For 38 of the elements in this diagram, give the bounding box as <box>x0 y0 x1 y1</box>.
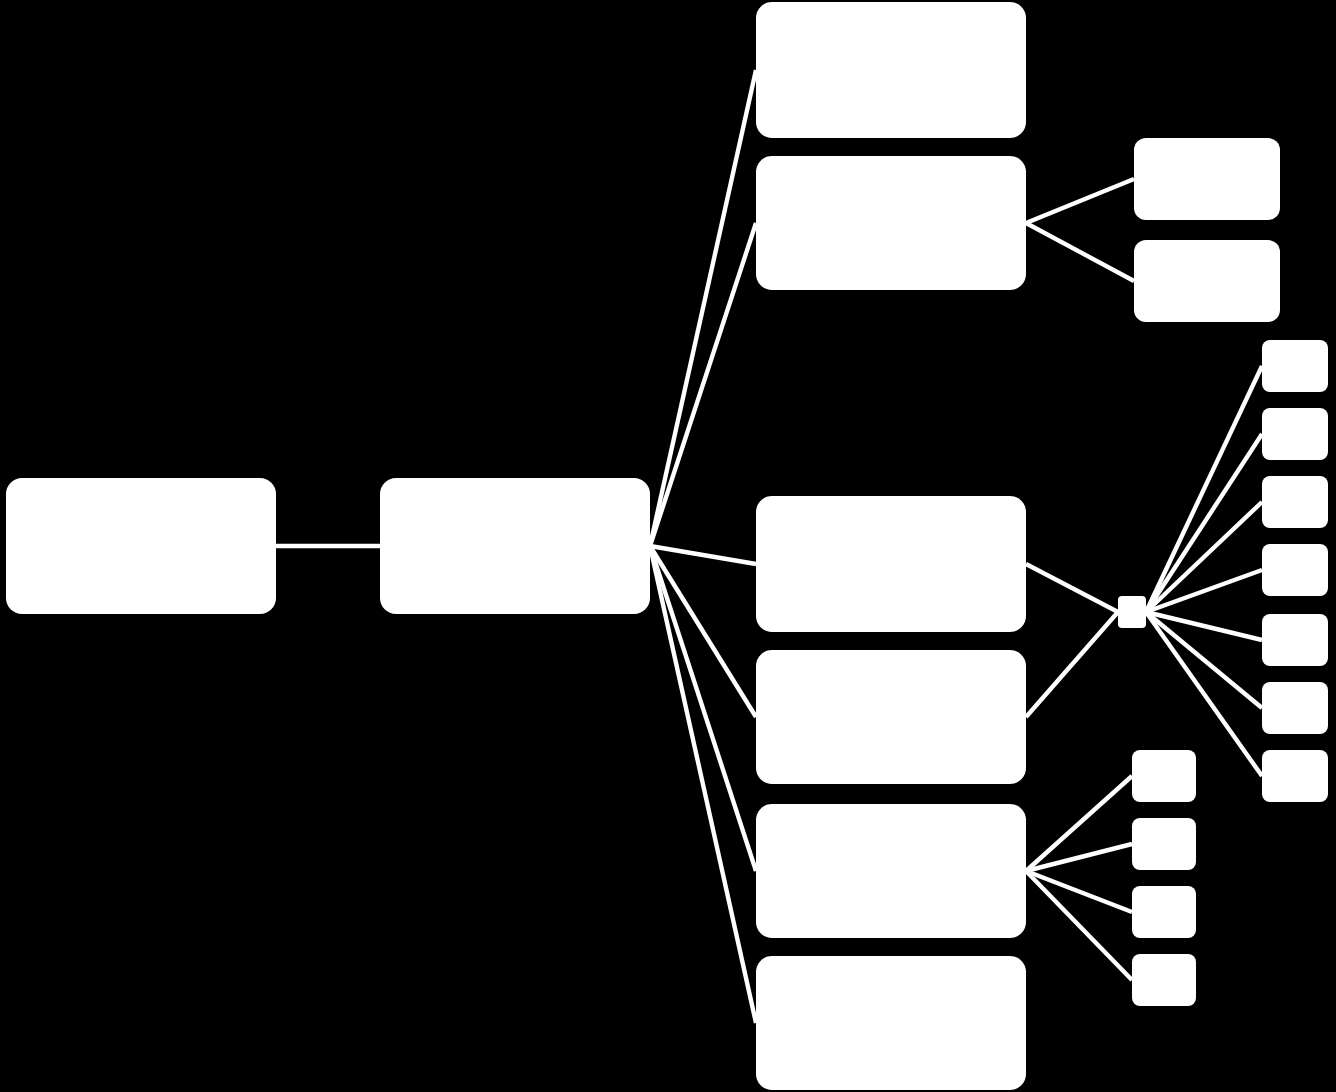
small-rounded-box <box>1132 750 1196 802</box>
rounded-box <box>6 478 276 614</box>
rounded-box <box>380 478 650 614</box>
connector-line <box>1024 610 1120 719</box>
connector-line <box>1025 841 1133 874</box>
small-rounded-box <box>1262 682 1328 734</box>
small-rounded-box <box>1262 750 1328 802</box>
connector-line <box>1144 610 1264 778</box>
rounded-box <box>756 2 1026 138</box>
connector-line <box>1025 868 1133 915</box>
small-rounded-box <box>1262 340 1328 392</box>
rounded-box <box>756 956 1026 1090</box>
connector-line <box>648 544 758 719</box>
connector-line <box>1024 774 1134 873</box>
small-rounded-box <box>1262 476 1328 528</box>
small-rounded-box <box>1262 544 1328 596</box>
connector-line <box>276 543 380 549</box>
connector-line <box>1024 221 1136 283</box>
junction-square <box>1118 596 1146 628</box>
connector-line <box>647 222 759 547</box>
connector-line <box>1145 567 1263 615</box>
rounded-box <box>756 496 1026 632</box>
small-rounded-box <box>1132 886 1196 938</box>
rounded-box <box>756 156 1026 290</box>
small-rounded-box <box>1262 408 1328 460</box>
rounded-box <box>1134 240 1280 322</box>
connector-line <box>649 543 757 567</box>
rounded-box <box>756 650 1026 784</box>
connector-line <box>1145 609 1263 643</box>
rounded-box <box>1134 138 1280 220</box>
connector-line <box>1024 869 1134 982</box>
small-rounded-box <box>1132 954 1196 1006</box>
connector-line <box>1144 365 1264 613</box>
rounded-box <box>756 804 1026 938</box>
small-rounded-box <box>1262 614 1328 666</box>
small-rounded-box <box>1132 818 1196 870</box>
connector-line <box>1025 562 1119 614</box>
connector-line <box>1025 176 1135 226</box>
